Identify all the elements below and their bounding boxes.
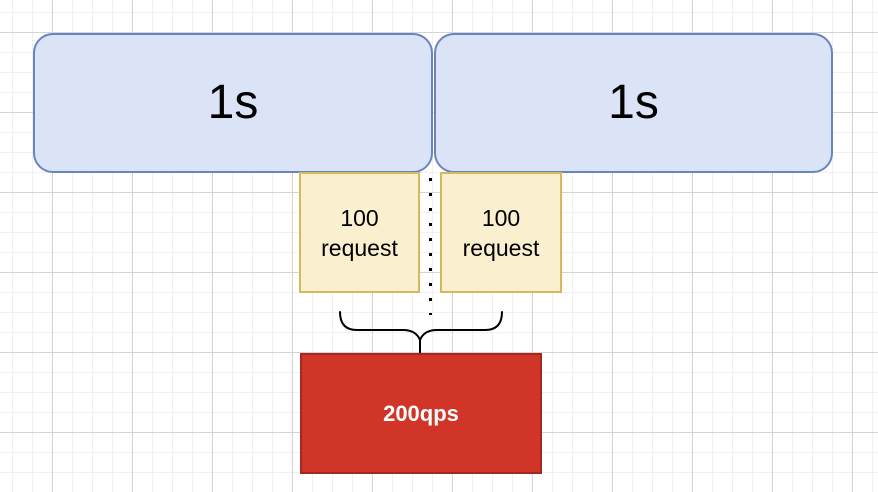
qps-total-label: 200qps [383, 400, 459, 426]
time-block-1[interactable]: 1s [33, 33, 433, 173]
request-block-2-label: 100 request [462, 204, 540, 261]
curly-brace-connector[interactable] [333, 303, 509, 359]
request-block-1-label: 100 request [321, 204, 398, 261]
request-block-1[interactable]: 100 request [299, 172, 420, 293]
time-block-2-label: 1s [608, 75, 659, 129]
time-block-2[interactable]: 1s [434, 33, 833, 173]
time-block-1-label: 1s [207, 75, 259, 129]
curly-brace-path [339, 311, 503, 354]
request-block-2[interactable]: 100 request [440, 172, 562, 293]
qps-total-block[interactable]: 200qps [300, 353, 542, 474]
dotted-divider-line[interactable] [429, 178, 432, 315]
